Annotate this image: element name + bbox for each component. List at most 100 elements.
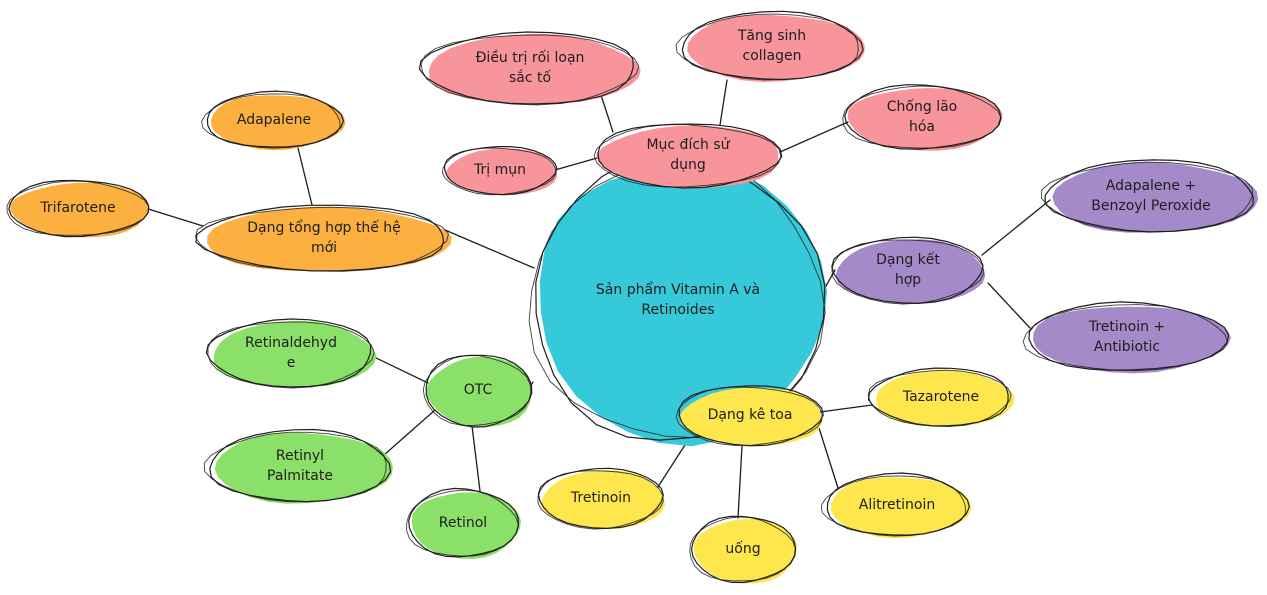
node-fill [679, 387, 822, 447]
node-outline-sketch [867, 369, 1012, 428]
node-fill [847, 88, 1003, 151]
edge-prescription-to-oral [737, 445, 743, 519]
node-fill [876, 369, 1015, 427]
node-fill [207, 206, 452, 272]
edge-prescription-to-alitretinoin [818, 427, 839, 489]
node-label-prescription: Dạng kê toa [708, 407, 793, 423]
node-otc: OTC [422, 354, 533, 428]
node-root: Sản phẩm Vitamin A và Retinoides [528, 152, 828, 447]
edge-root-to-new_generation [444, 229, 535, 269]
node-outline [195, 204, 445, 272]
node-fill [539, 165, 828, 447]
node-acne: Trị mụn [442, 146, 558, 196]
node-outline [408, 487, 520, 558]
node-outline-sketch [820, 475, 966, 537]
node-tretinoin: Tretinoin [537, 467, 665, 530]
node-fill [1033, 306, 1231, 374]
edge-otc-to-retinyl-palmitate [383, 409, 436, 456]
node-outline-sketch [675, 13, 859, 81]
node-adapalene-bpo: Adapalene +Benzoyl Peroxide [1040, 159, 1259, 233]
edge-purpose-to-collagen [719, 79, 728, 126]
node-outline-sketch [831, 239, 985, 305]
node-tretinoin-antibiotic: Tretinoin + Antibiotic [1022, 301, 1231, 374]
node-outline-sketch [194, 206, 449, 272]
node-outline [597, 123, 783, 189]
node-outline-sketch [422, 355, 532, 426]
node-label-pigment: sắc tố [509, 69, 552, 86]
node-outline [418, 31, 634, 105]
node-fill [211, 95, 346, 151]
node-label-purpose: dụng [670, 157, 706, 173]
node-label-tretinoin-antibiotic: Tretinoin + [1088, 319, 1165, 335]
node-fill [213, 320, 377, 388]
edge-purpose-to-antiaging [779, 121, 849, 153]
node-fill [445, 148, 557, 196]
edge-prescription-to-tazarotene [819, 404, 873, 413]
node-fill [10, 182, 149, 238]
node-outline-sketch [593, 124, 782, 188]
node-label-root: Retinoides [641, 302, 714, 318]
edge-otc-to-retinol [471, 425, 481, 492]
node-outline-sketch [6, 180, 150, 236]
node-label-retinyl-palmitate: Retinyl [276, 448, 324, 464]
node-label-purpose: Mục đích sử [646, 137, 730, 153]
node-label-root: Sản phẩm Vitamin A và [596, 281, 760, 298]
edge-new_generation-to-adapalene [297, 147, 313, 206]
node-label-tretinoin-antibiotic: Antibiotic [1094, 339, 1160, 355]
node-outline-sketch [207, 321, 375, 389]
node-new_generation: Dạng tổng hợp thế hệ mới [194, 204, 452, 272]
node-fill [693, 518, 797, 584]
node-outline-sketch [537, 470, 664, 530]
node-label-adapalene: Adapalene [237, 112, 311, 128]
node-outline [826, 472, 970, 536]
node-adapalene: Adapalene [201, 90, 346, 151]
node-fill [596, 125, 779, 189]
node-outline-sketch [203, 431, 387, 503]
node-label-new_generation: Dạng tổng hợp thế hệ [247, 219, 401, 236]
node-label-pigment: Điều trị rối loạn [476, 49, 585, 66]
node-label-retinyl-palmitate: Palmitate [267, 468, 333, 484]
node-outline [831, 236, 984, 304]
node-label-acne: Trị mụn [473, 162, 526, 178]
node-label-tazarotene: Tazarotene [902, 389, 979, 405]
node-outline-sketch [1022, 304, 1229, 372]
node-fill [426, 356, 532, 428]
node-label-retinaldehyde: e [287, 355, 296, 371]
edge-combination-to-adapalene-bpo [981, 199, 1051, 256]
node-fill [214, 432, 393, 504]
node-alitretinoin: Alitretinoin [820, 472, 972, 539]
node-fill [428, 33, 641, 105]
node-label-antiaging: Chống lão [887, 98, 957, 115]
node-outline [678, 385, 824, 447]
mindmap-nodes: Sản phẩm Vitamin A và Retinoides Mục đích … [6, 10, 1259, 584]
node-fill [541, 470, 665, 530]
node-trifarotene: Trifarotene [6, 179, 150, 238]
node-prescription: Dạng kê toa [675, 385, 824, 447]
node-outline-sketch [675, 386, 823, 447]
edge-new_generation-to-trifarotene [144, 207, 204, 227]
node-label-retinol: Retinol [439, 515, 487, 531]
edge-purpose-to-pigment [599, 91, 614, 133]
node-outline-sketch [406, 489, 519, 557]
node-oral: uống [689, 515, 797, 584]
node-label-oral: uống [725, 540, 760, 557]
node-label-collagen: Tăng sinh [737, 28, 806, 44]
node-collagen: Tăng sinh collagen [675, 10, 865, 82]
node-pigment: Điều trị rối loạn sắc tố [418, 31, 641, 106]
edge-combination-to-tretinoin-antibiotic [987, 282, 1031, 329]
node-tazarotene: Tazarotene [867, 367, 1015, 428]
node-label-adapalene-bpo: Benzoyl Peroxide [1091, 198, 1210, 214]
node-fill [411, 492, 521, 559]
node-outline [537, 467, 664, 530]
node-label-otc: OTC [464, 382, 493, 398]
node-label-collagen: collagen [743, 48, 802, 64]
node-label-combination: hợp [895, 272, 921, 288]
node-outline-sketch [420, 34, 640, 106]
node-label-new_generation: mới [311, 240, 337, 256]
node-label-alitretinoin: Alitretinoin [859, 497, 936, 513]
